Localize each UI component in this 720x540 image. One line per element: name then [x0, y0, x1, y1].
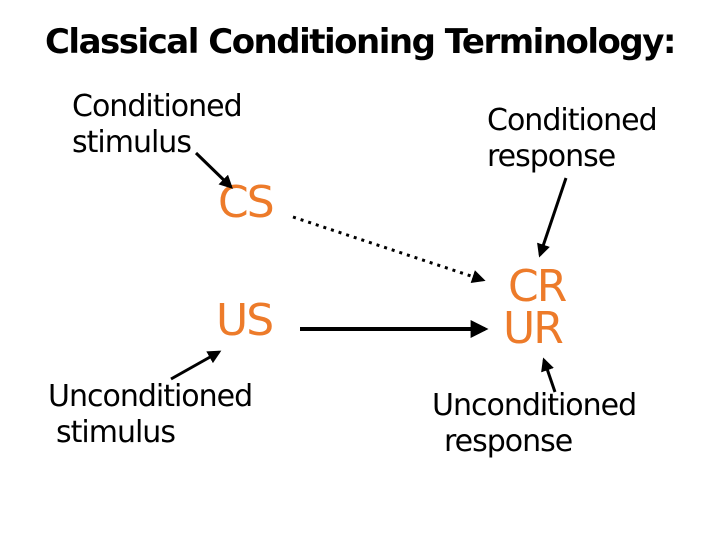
cr-abbreviation: CR — [508, 261, 567, 312]
unconditioned-response-line2: response — [444, 424, 573, 459]
conditioned-response-line1: Conditioned — [487, 103, 658, 138]
conditioned-response-line2: response — [487, 139, 616, 174]
unconditioned-response-line1: Unconditioned — [432, 388, 637, 423]
unconditioned-stimulus-label: Unconditioned stimulus — [48, 379, 253, 451]
cs-to-cr-dotted-arrow — [292, 215, 486, 284]
conditioned-response-to-cr-arrow — [537, 177, 568, 258]
ur-abbreviation: UR — [503, 303, 564, 354]
conditioned-stimulus-line2: stimulus — [72, 125, 192, 160]
unconditioned-stimulus-line1: Unconditioned — [48, 379, 253, 414]
cs-abbreviation: CS — [218, 177, 275, 228]
slide-title: Classical Conditioning Terminology: — [44, 22, 677, 62]
unconditioned-response-label: Unconditioned response — [432, 388, 637, 460]
unconditioned-stimulus-line2: stimulus — [56, 415, 176, 450]
conditioned-stimulus-label: Conditioned stimulus — [72, 89, 243, 161]
us-abbreviation: US — [216, 295, 274, 346]
unconditioned-stimulus-to-us-arrow — [170, 350, 222, 381]
conditioned-response-label: Conditioned response — [487, 103, 658, 175]
conditioned-stimulus-line1: Conditioned — [72, 89, 243, 124]
